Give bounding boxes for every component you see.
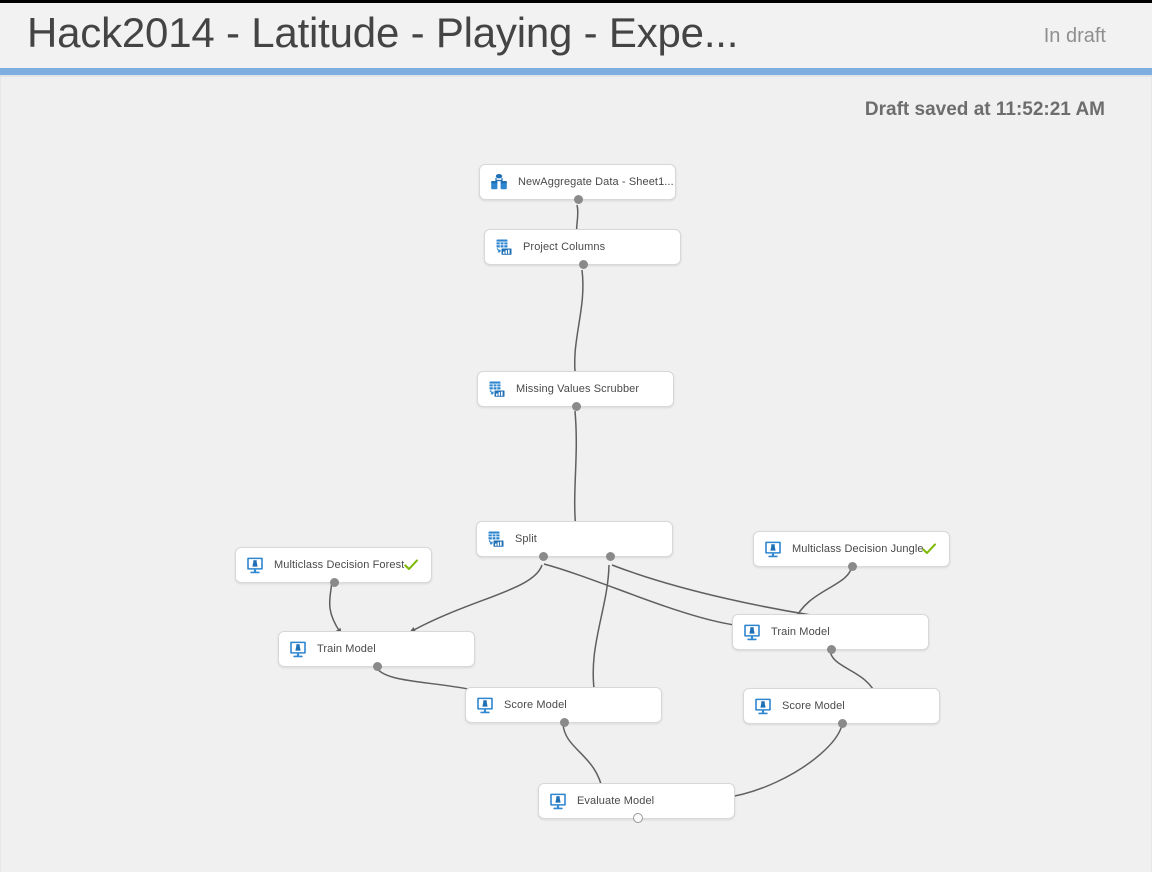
output-port-left[interactable] (539, 552, 548, 561)
edge-forest-to-train-model-left (328, 579, 342, 635)
check-icon (404, 559, 418, 570)
node-evaluate-model[interactable]: Evaluate Model (538, 783, 735, 823)
data-transform-icon (488, 531, 504, 547)
node-label: Multiclass Decision Jungle (792, 543, 924, 555)
output-port[interactable] (572, 402, 581, 411)
node-label: Evaluate Model (577, 795, 655, 807)
data-transform-icon (489, 381, 505, 397)
output-port[interactable] (827, 645, 836, 654)
machine-learning-icon (765, 541, 781, 558)
status-badge: In draft (1043, 25, 1106, 47)
app-header: Hack2014 - Latitude - Playing - Expe... … (0, 0, 1152, 68)
output-port[interactable] (633, 813, 643, 823)
machine-learning-icon (247, 557, 263, 574)
node-multiclass-decision-jungle[interactable]: Multiclass Decision Jungle (753, 531, 950, 571)
machine-learning-icon (755, 698, 771, 715)
node-dataset[interactable]: NewAggregate Data - Sheet1... (479, 164, 676, 204)
node-split[interactable]: Split (476, 521, 673, 561)
node-label: Score Model (782, 700, 845, 712)
node-train-model-left[interactable]: Train Model (278, 631, 475, 671)
output-port-right[interactable] (606, 552, 615, 561)
node-label: Project Columns (523, 241, 606, 253)
machine-learning-icon (744, 624, 760, 641)
edge-project-columns-to-missing-values (572, 269, 584, 384)
node-score-model-right[interactable]: Score Model (743, 688, 940, 728)
accent-bar (0, 68, 1152, 75)
experiment-canvas[interactable]: Draft saved at 11:52:21 AM (0, 77, 1152, 872)
output-port[interactable] (579, 260, 588, 269)
output-port[interactable] (574, 195, 583, 204)
edge-missing-values-to-split (572, 410, 579, 534)
edge-split-to-score-model-left (591, 564, 610, 700)
node-label: Split (515, 533, 537, 545)
check-icon (922, 543, 936, 554)
node-project-columns[interactable]: Project Columns (484, 229, 681, 269)
node-label: Train Model (771, 626, 830, 638)
output-port[interactable] (838, 719, 847, 728)
node-label: Train Model (317, 643, 376, 655)
dataset-icon (491, 174, 507, 190)
node-missing-values-scrubber[interactable]: Missing Values Scrubber (477, 371, 674, 411)
output-port[interactable] (373, 662, 382, 671)
machine-learning-icon (290, 641, 306, 658)
node-multiclass-decision-forest[interactable]: Multiclass Decision Forest (235, 547, 432, 587)
draft-saved-timestamp: Draft saved at 11:52:21 AM (864, 99, 1105, 120)
node-label: NewAggregate Data - Sheet1... (518, 176, 674, 188)
accent-bar-shadow (0, 75, 1152, 77)
node-label: Score Model (504, 699, 567, 711)
node-score-model-left[interactable]: Score Model (465, 687, 662, 727)
node-label: Missing Values Scrubber (516, 383, 640, 395)
node-label: Multiclass Decision Forest (274, 559, 405, 571)
machine-learning-icon (550, 793, 566, 810)
output-port[interactable] (330, 578, 339, 587)
page-title: Hack2014 - Latitude - Playing - Expe... (27, 9, 739, 56)
edge-score-left-to-evaluate (562, 723, 606, 796)
node-train-model-right[interactable]: Train Model (732, 614, 929, 654)
data-transform-icon (496, 239, 512, 255)
machine-learning-icon (477, 697, 493, 714)
output-port[interactable] (848, 562, 857, 571)
output-port[interactable] (560, 718, 569, 727)
